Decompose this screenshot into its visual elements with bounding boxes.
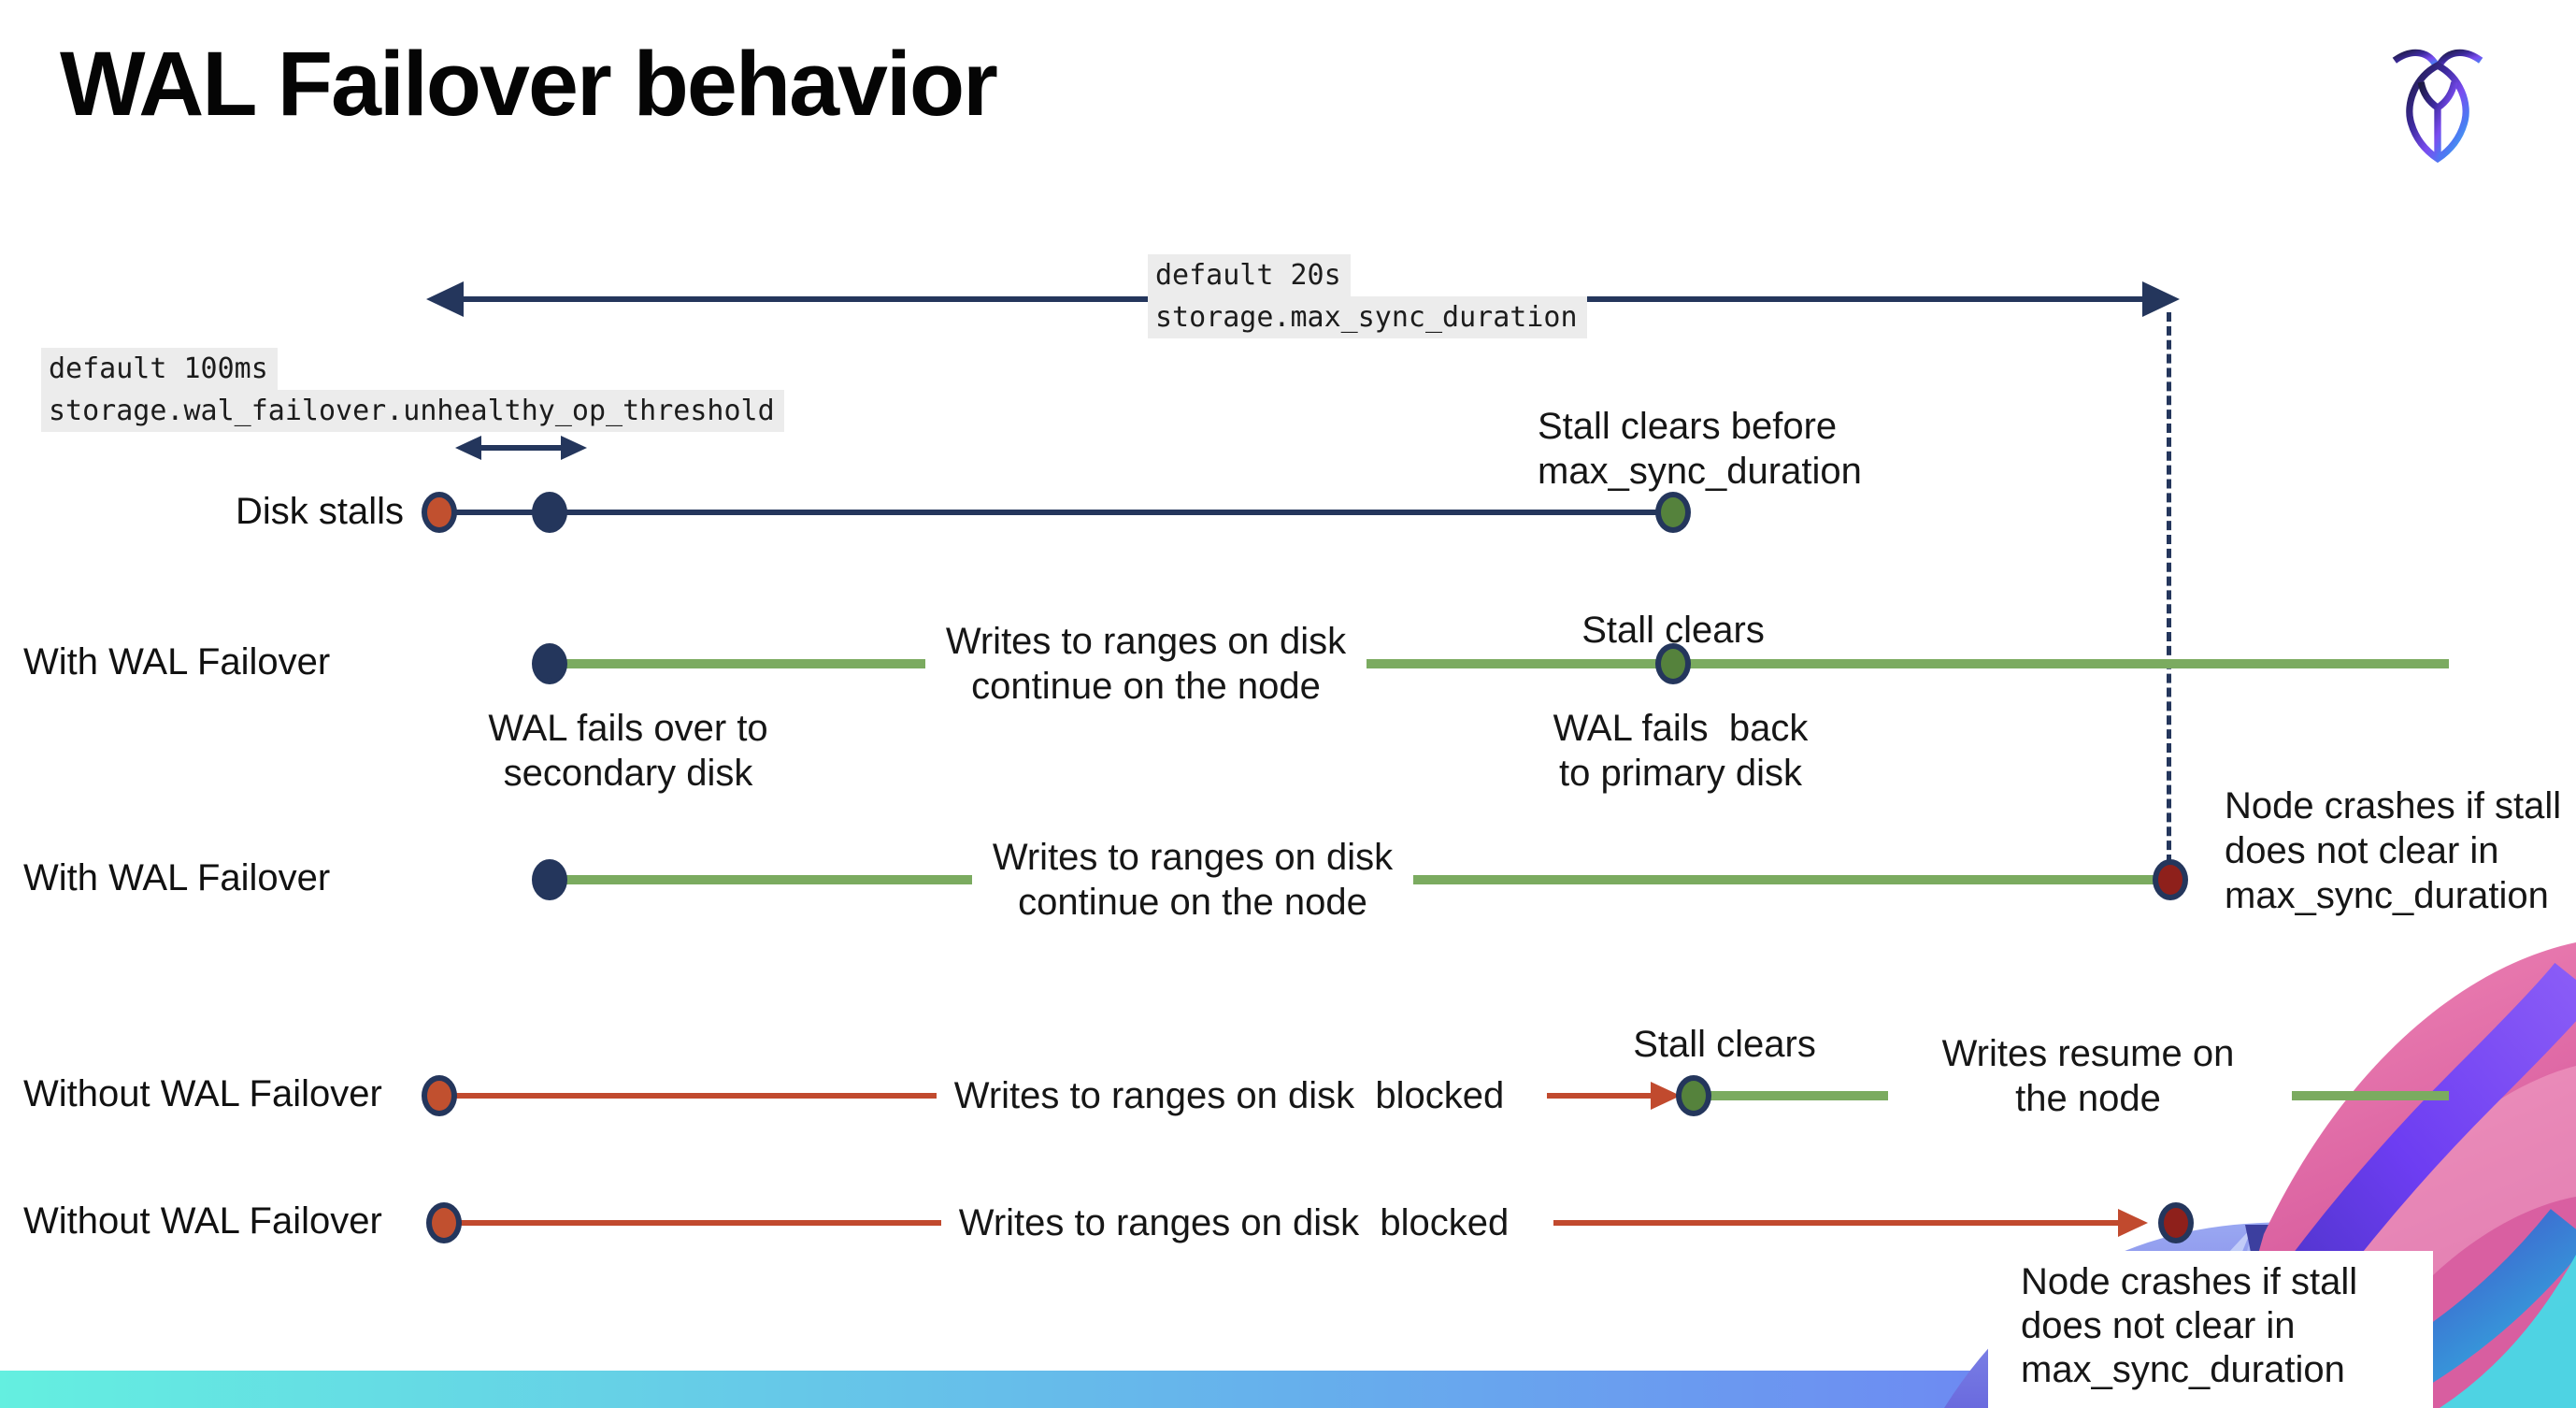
stall-clears-dot [1655, 492, 1691, 533]
failback-dot [1655, 643, 1691, 684]
setting-name: storage.wal_failover.unhealthy_op_thresh… [41, 390, 784, 432]
stall-start-dot [422, 1075, 457, 1116]
writes-blocked-line [451, 1093, 937, 1099]
max-sync-duration-setting-tag: default 20s storage.max_sync_duration [1148, 254, 1587, 338]
arrowhead-left-icon [455, 436, 481, 460]
deadline-dashed-line [2167, 312, 2171, 864]
failover-dot [532, 643, 567, 684]
writes-resume-line [2292, 1091, 2449, 1100]
callout-stall-clears: Stall clears [1633, 1024, 1816, 1065]
threshold-dot [532, 492, 567, 533]
callout-writes-blocked: Writes to ranges on disk blocked [958, 1202, 1510, 1243]
arrowhead-right-icon [1651, 1082, 1681, 1110]
failover-dot [532, 859, 567, 900]
node-crash-dot [2153, 859, 2188, 900]
page-title: WAL Failover behavior [60, 33, 998, 135]
writes-blocked-line [1547, 1093, 1659, 1099]
setting-default-value: default 20s [1148, 254, 1351, 296]
row-label-with-wal-failover: With WAL Failover [23, 857, 331, 898]
stall-start-dot [426, 1202, 462, 1243]
row-label-without-wal-failover: Without WAL Failover [23, 1200, 382, 1242]
writes-continue-line [1367, 659, 2449, 668]
arrowhead-left-icon [426, 281, 464, 317]
cockroachdb-logo-icon [2392, 49, 2483, 164]
setting-name: storage.max_sync_duration [1148, 296, 1587, 338]
row-label-disk-stalls: Disk stalls [235, 491, 404, 532]
callout-writes-blocked: Writes to ranges on disk blocked [953, 1075, 1505, 1116]
writes-blocked-line [1553, 1220, 2125, 1226]
disk-stall-timeline [437, 510, 1673, 515]
writes-continue-line [557, 659, 925, 668]
writes-continue-line [557, 875, 972, 884]
writes-continue-line [1413, 875, 2170, 884]
row-label-without-wal-failover: Without WAL Failover [23, 1073, 382, 1114]
stall-start-dot [422, 492, 457, 533]
node-crash-dot [2158, 1202, 2194, 1243]
stall-clears-dot [1676, 1075, 1711, 1116]
arrowhead-right-icon [2142, 281, 2180, 317]
arrowhead-right-icon [2118, 1209, 2148, 1237]
threshold-span-line [467, 445, 561, 451]
setting-default-value: default 100ms [41, 348, 278, 390]
writes-resume-line [1709, 1091, 1888, 1100]
row-label-with-wal-failover: With WAL Failover [23, 641, 331, 682]
node-crash-label-box [1988, 1251, 2433, 1408]
arrowhead-right-icon [561, 436, 587, 460]
writes-blocked-line [455, 1220, 941, 1226]
callout-stall-clears: Stall clears [1581, 610, 1765, 651]
unhealthy-op-threshold-setting-tag: default 100ms storage.wal_failover.unhea… [41, 348, 784, 432]
